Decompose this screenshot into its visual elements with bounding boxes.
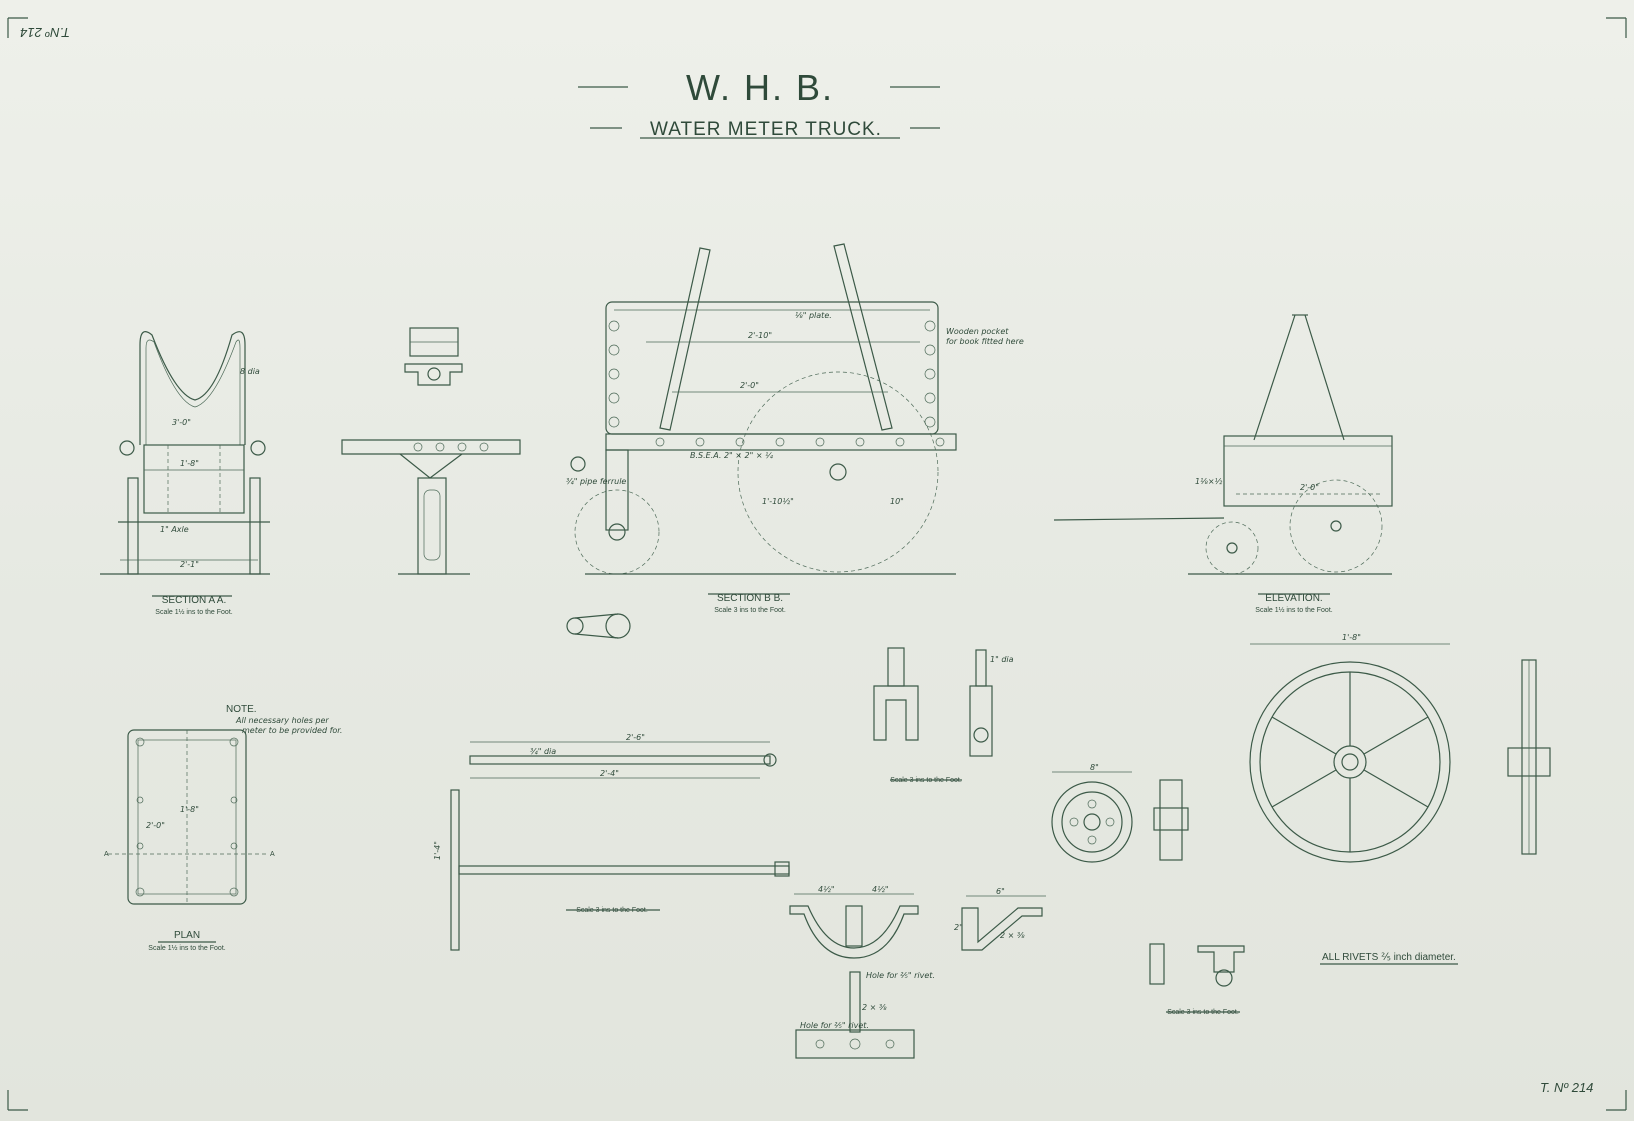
large-wheel-detail: 1'-8"	[1249, 633, 1551, 863]
title-initials: W. H. B.	[686, 67, 834, 108]
angle-bracket-detail: 6" 2" 2 × ⅜	[954, 887, 1046, 951]
bracket-scale: Scale 3 ins to the Foot.	[1167, 1009, 1239, 1016]
bb-width-inner: 2'-0"	[740, 381, 759, 390]
fork-scale: Scale 3 ins to the Foot.	[890, 777, 962, 784]
section-bb-view: ⅛" plate. 2'-10" 2'-0" B.S.E.A. 2" × 2" …	[566, 243, 1024, 614]
fork-dia: 1" dia	[990, 655, 1014, 664]
section-aa-label: SECTION A A.	[162, 595, 226, 606]
elevation-scale: Scale 1½ ins to the Foot.	[1255, 606, 1332, 614]
note-line-1: All necessary holes per	[235, 716, 329, 725]
small-wheel-detail: 8"	[1051, 763, 1189, 863]
bb-angle: B.S.E.A. 2" × 2" × ¼	[690, 451, 773, 460]
small-bracket-parts: Scale 3 ins to the Foot.	[1149, 943, 1245, 1016]
handle-bar-detail: 2'-6" 2'-4" ¾" dia 1'-4" Scale 3 ins to …	[433, 733, 790, 951]
handle-len1: 2'-6"	[626, 733, 645, 742]
aa-dim-top: 8 dia	[240, 367, 260, 376]
plan-scale: Scale 1½ ins to the Foot.	[148, 944, 225, 952]
plan-view: A A 1'-8" 2'-0" PLAN Scale 1½ ins to the…	[104, 729, 275, 952]
wooden-pocket-2: for book fitted here	[946, 337, 1024, 346]
aa-dim-h1: 3'-0"	[172, 418, 191, 427]
plan-a-right: A	[270, 851, 275, 858]
bb-plate: ⅛" plate.	[795, 311, 832, 320]
plan-w: 1'-8"	[180, 805, 199, 814]
small-wheel-dia: 8"	[1090, 763, 1099, 772]
plan-a-left: A	[104, 851, 109, 858]
elev-tie: 1⅛×½	[1195, 477, 1223, 486]
elev-width: 2'-0"	[1300, 483, 1319, 492]
plan-h: 2'-0"	[146, 821, 165, 830]
angle-size: 2 × ⅜	[1000, 931, 1025, 940]
section-bb-label: SECTION B B.	[717, 593, 783, 604]
handle-scale: Scale 3 ins to the Foot.	[576, 907, 648, 914]
bottom-right-code: T. Nº 214	[1540, 1080, 1593, 1095]
wheel-end-view	[341, 327, 521, 575]
rivets-note: ALL RIVETS ⅖ inch diameter.	[1322, 952, 1456, 963]
aa-dim-axle: 1" Axle	[160, 525, 189, 534]
aa-dim-w2: 2'-1"	[180, 560, 199, 569]
elevation-label: ELEVATION.	[1265, 593, 1322, 604]
aa-dim-w1: 1'-8"	[180, 459, 199, 468]
bracket-detail: 4½" 4½" Hole for ⅖" rivet. Hole for ⅖" r…	[789, 885, 935, 1059]
handle-dia: ¾" dia	[530, 747, 556, 756]
section-aa-view: 8 dia 3'-0" 1'-8" 1" Axle 2'-1" SECTION …	[100, 331, 270, 616]
bracket-b2: 4½"	[872, 885, 889, 894]
note-block: NOTE. All necessary holes per meter to b…	[226, 704, 342, 735]
section-bb-scale: Scale 3 ins to the Foot.	[714, 607, 786, 614]
handle-len2: 2'-4"	[600, 769, 619, 778]
note-heading: NOTE.	[226, 704, 257, 715]
ferrule-detail	[566, 613, 631, 639]
elevation-view: 2'-0" 1⅛×½ ELEVATION. Scale 1½ ins to th…	[1053, 314, 1393, 614]
bb-pipe: ¾" pipe ferrule	[566, 477, 626, 486]
bracket-hole2: Hole for ⅖" rivet.	[800, 1021, 869, 1030]
bracket-b1: 4½"	[818, 885, 835, 894]
wheel-dia: 1'-8"	[1342, 633, 1361, 642]
corner-marks	[7, 17, 1627, 1111]
note-line-2: meter to be provided for.	[242, 726, 342, 735]
bb-span: 1'-10½"	[762, 497, 794, 506]
section-aa-scale: Scale 1½ ins to the Foot.	[155, 608, 232, 616]
bb-wheel-off: 10"	[890, 497, 904, 506]
wooden-pocket-1: Wooden pocket	[946, 327, 1009, 336]
plan-label: PLAN	[174, 930, 200, 941]
bracket-hole1: Hole for ⅖" rivet.	[866, 971, 935, 980]
bb-width-outer: 2'-10"	[748, 331, 772, 340]
angle-b4: 2"	[954, 923, 963, 932]
top-left-code: T.Nº 214	[20, 25, 70, 40]
angle-b3: 6"	[996, 887, 1005, 896]
bracket-size: 2 × ⅜	[862, 1003, 887, 1012]
fork-detail: 1" dia Scale 3 ins to the Foot.	[873, 647, 1014, 784]
title-block: W. H. B. WATER METER TRUCK.	[578, 67, 940, 140]
title-subtitle: WATER METER TRUCK.	[650, 119, 882, 140]
t-handle-h: 1'-4"	[433, 841, 442, 860]
